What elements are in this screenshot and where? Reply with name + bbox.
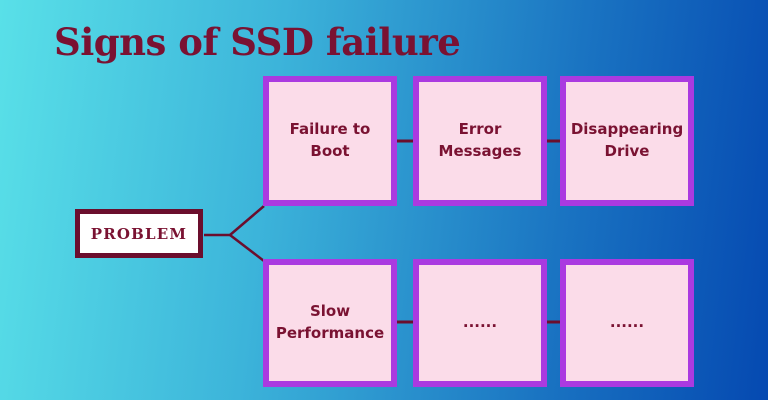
problem-label: PROBLEM [90,224,188,243]
box-disappearing-drive: Disappearing Drive [560,76,694,206]
box-label: Slow Performance [275,302,385,342]
box-label: Disappearing Drive [570,120,684,160]
box-slow-performance: Slow Performance [263,259,397,387]
fork-lower-branch-line [229,234,265,262]
box-failure-to-boot: Failure to Boot [263,76,397,206]
box-ellipsis-2: ...... [560,259,694,387]
problem-node: PROBLEM [75,209,203,258]
box-label: Error Messages [438,120,522,160]
box-label: Failure to Boot [289,120,371,160]
fork-upper-branch-line [229,205,265,236]
box-ellipsis-1: ...... [413,259,547,387]
box-label: ...... [609,313,645,332]
box-label: ...... [462,313,498,332]
page-title: Signs of SSD failure [54,20,461,64]
box-error-messages: Error Messages [413,76,547,206]
